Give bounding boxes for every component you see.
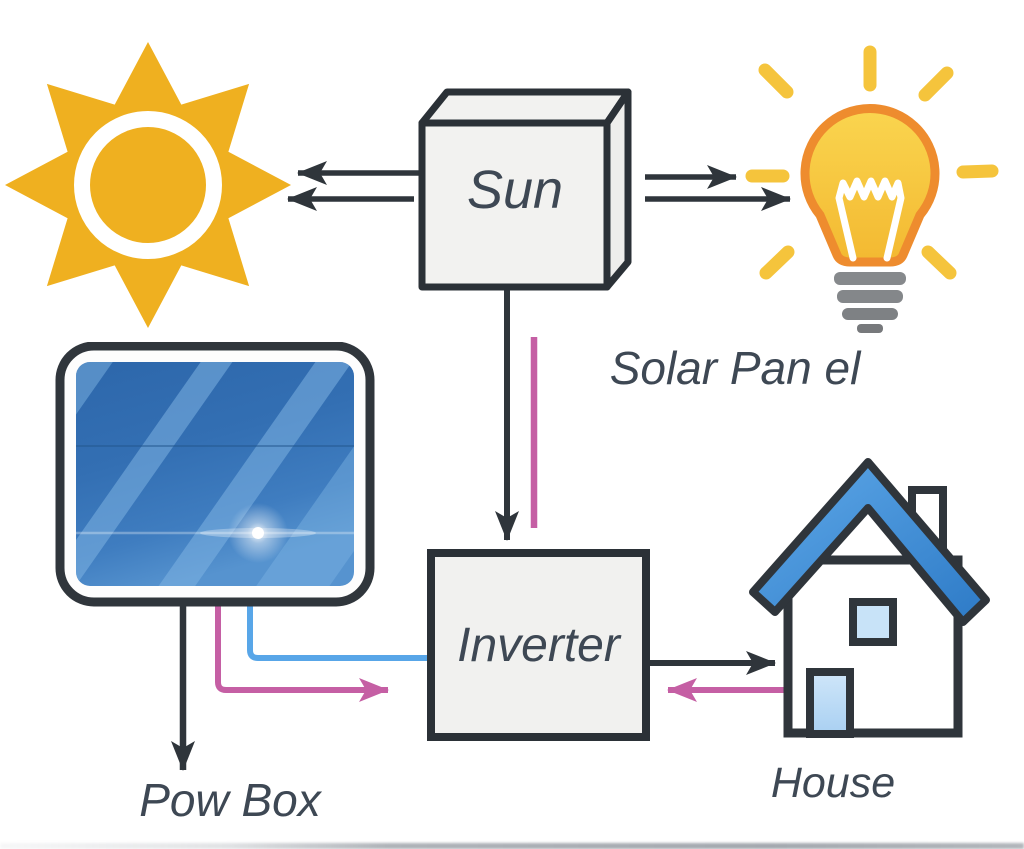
bottom-edge-artifact	[0, 843, 1024, 849]
sun-node-box	[418, 88, 632, 291]
sun-node-label: Sun	[466, 160, 564, 220]
sun-box-front-face	[418, 119, 611, 291]
panel-glass	[76, 362, 354, 586]
pow-box-label: Pow Box	[139, 774, 321, 826]
house-door	[806, 668, 854, 738]
arrow-panel-to-inverter-pink	[215, 600, 389, 702]
line-panel-to-inverter-blue	[247, 600, 440, 661]
solar-panel-label: Solar Pan el	[609, 342, 861, 394]
inverter-node-label: Inverter	[457, 618, 620, 672]
sun-ring	[74, 111, 222, 259]
solar-panel-icon	[55, 342, 375, 607]
bulb-rays	[745, 45, 999, 280]
bulb-filament	[835, 177, 905, 262]
house-window	[849, 598, 897, 646]
inverter-node-box: Inverter	[427, 549, 650, 741]
house-roof	[749, 458, 990, 626]
house-icon	[749, 458, 990, 738]
sun-star-icon	[5, 42, 291, 328]
sun-star-shape	[5, 42, 291, 328]
house-label: House	[770, 759, 896, 807]
bulb-base	[834, 272, 906, 333]
sun-box-top-face	[418, 88, 632, 127]
lightbulb-icon	[745, 45, 999, 333]
